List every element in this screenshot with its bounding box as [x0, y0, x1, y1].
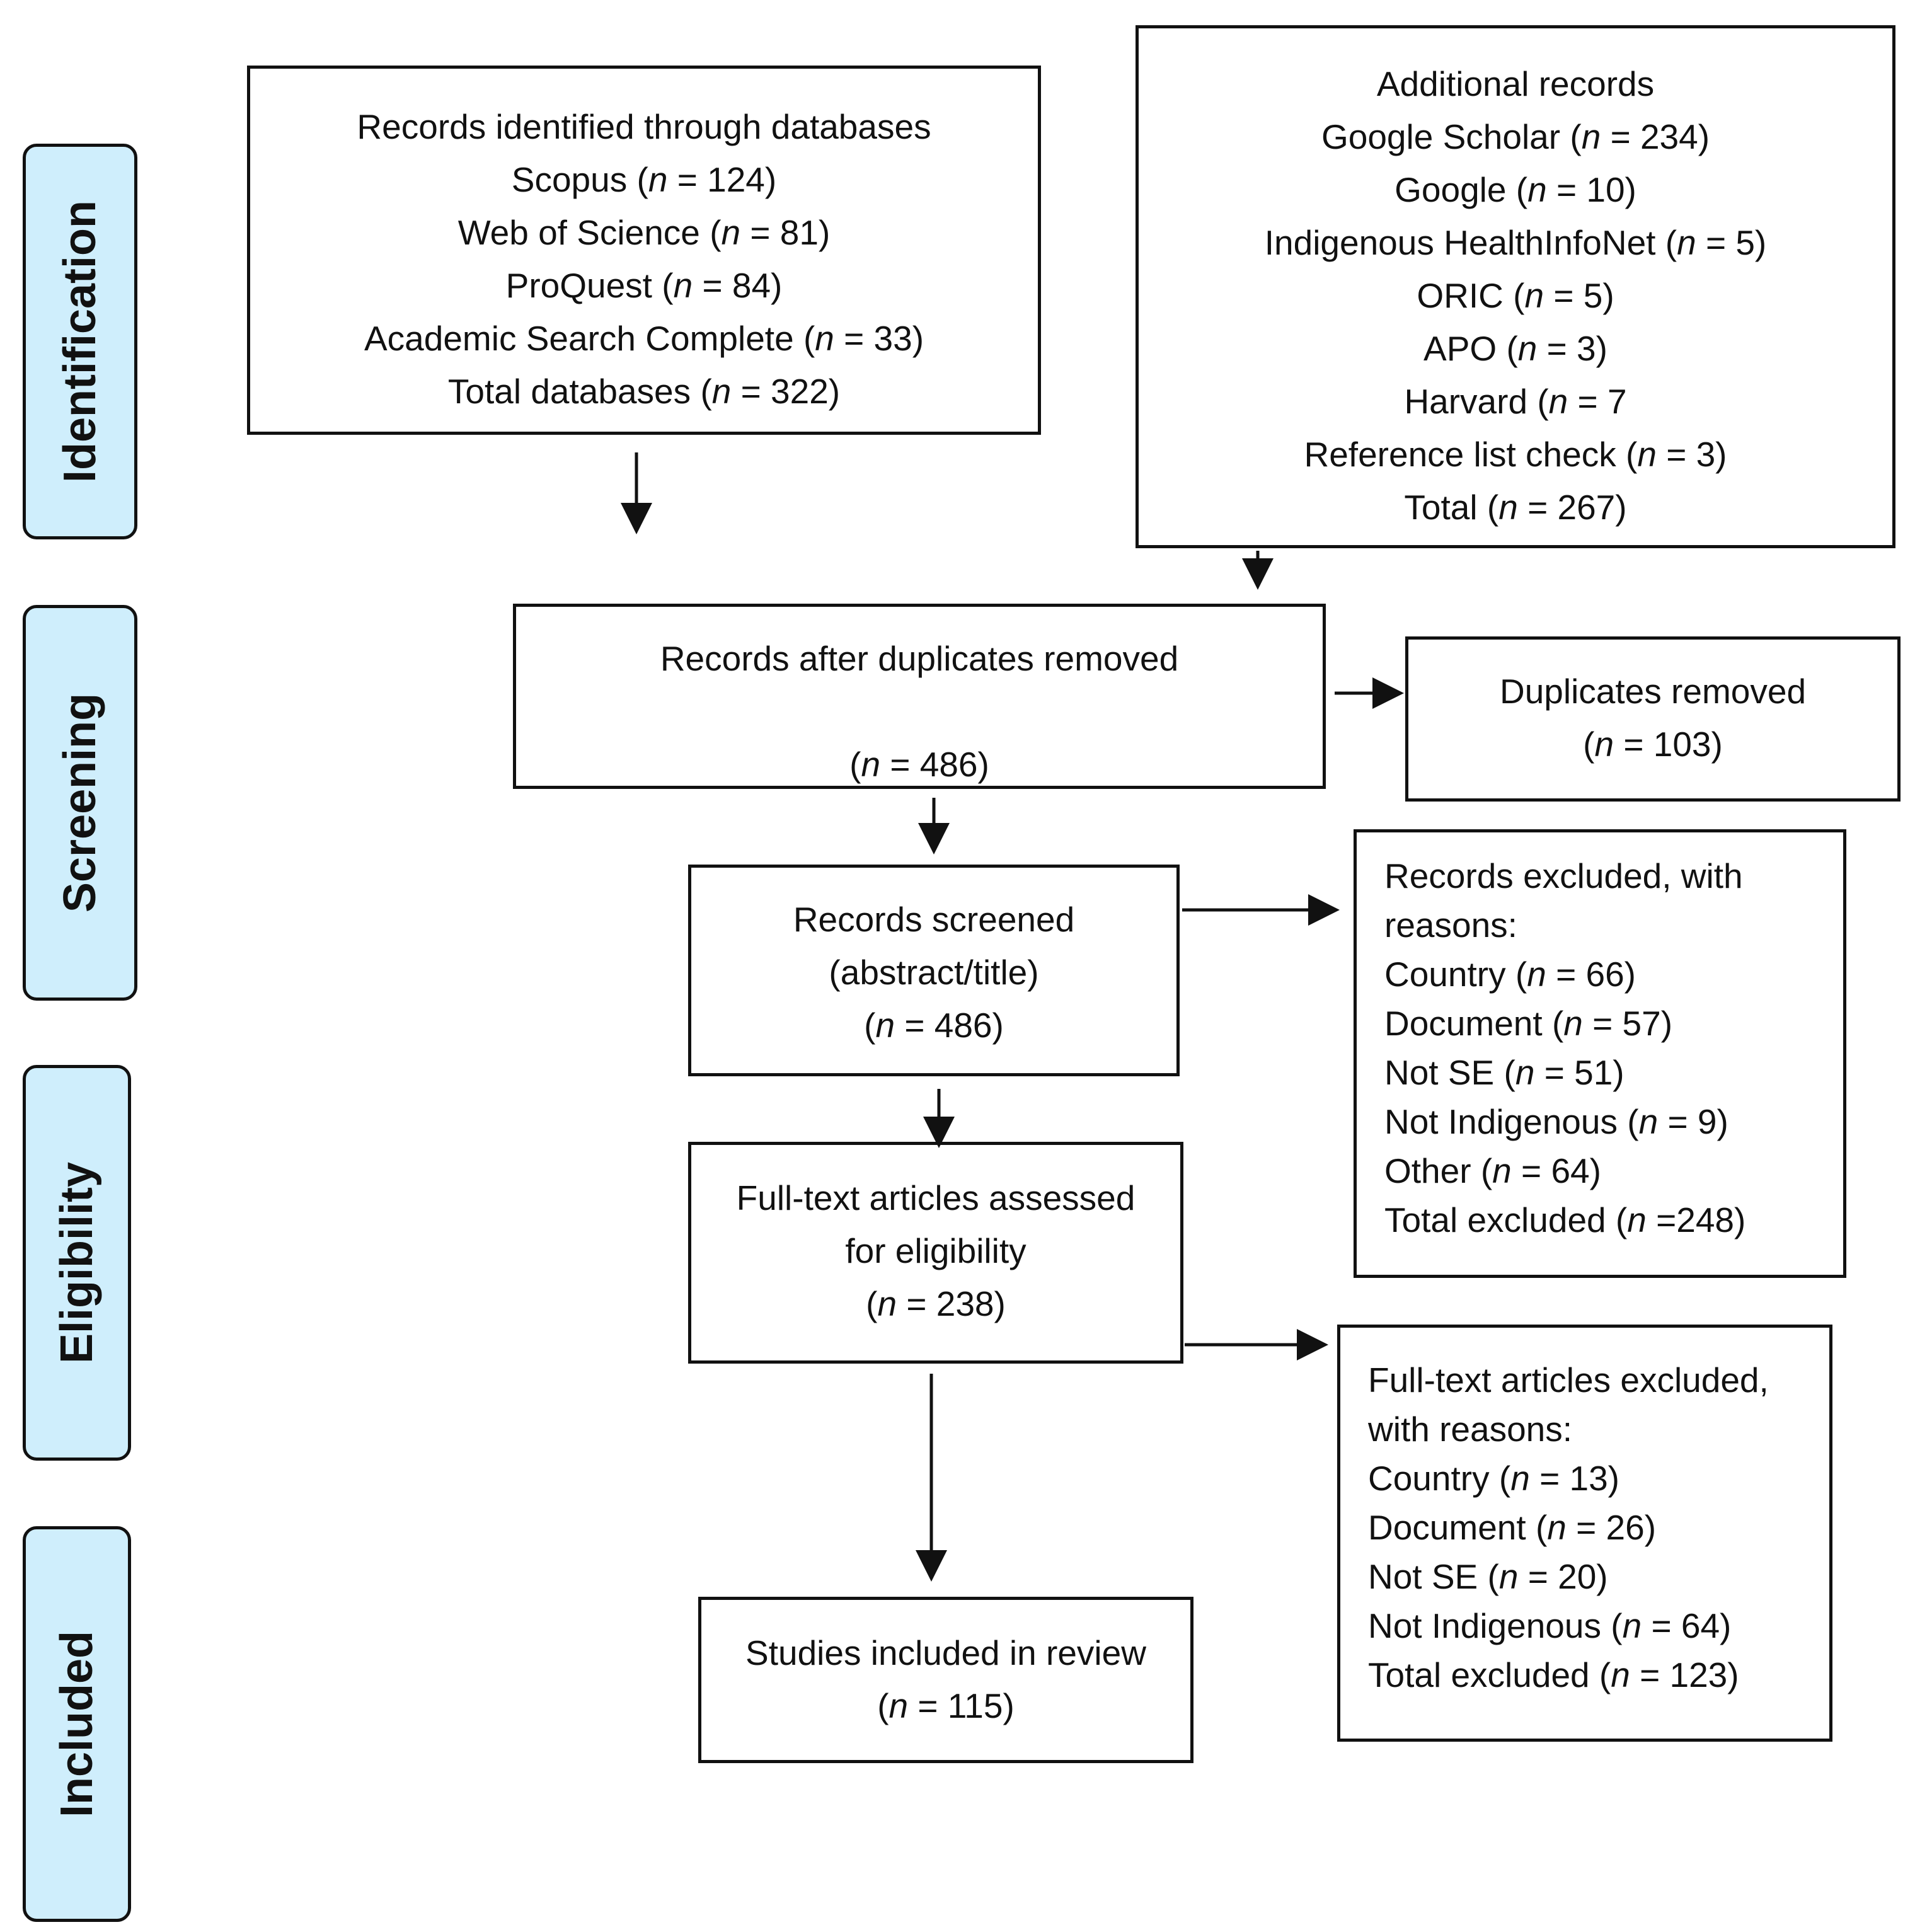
- box-line: Document (n = 26): [1368, 1508, 1657, 1547]
- phase-eligibility: Eligibility: [23, 1065, 131, 1461]
- box-after-duplicates: Records after duplicates removed (n = 48…: [513, 604, 1326, 789]
- box-line: (n = 103): [1583, 725, 1723, 764]
- box-records-excluded: Records excluded, with reasons: Country (n…: [1354, 829, 1846, 1278]
- box-line: Not Indigenous (n = 9): [1384, 1102, 1728, 1141]
- box-line: Not SE (n = 51): [1384, 1053, 1625, 1092]
- box-line: Records screened: [793, 900, 1075, 939]
- box-line: ORIC (n = 5): [1417, 276, 1614, 315]
- box-line: Total (n = 267): [1404, 488, 1627, 527]
- box-line: for eligibility: [845, 1231, 1027, 1270]
- box-line: Duplicates removed: [1499, 672, 1807, 711]
- box-duplicates-removed: Duplicates removed (n = 103): [1405, 636, 1901, 802]
- box-line: with reasons:: [1368, 1410, 1573, 1449]
- box-line: Studies included in review: [745, 1633, 1146, 1672]
- box-line: Document (n = 57): [1384, 1004, 1673, 1043]
- phase-identification: Identification: [23, 144, 137, 539]
- box-line: (n = 486): [849, 745, 989, 784]
- box-line: (n = 486): [864, 1006, 1004, 1045]
- box-line: Total databases (n = 322): [447, 372, 841, 411]
- box-line: Country (n = 13): [1368, 1459, 1619, 1498]
- box-line: Google (n = 10): [1395, 170, 1636, 209]
- phase-included: Included: [23, 1526, 131, 1922]
- box-line: Reference list check (n = 3): [1304, 435, 1727, 474]
- box-records-screened: Records screened (abstract/title) (n = 486…: [688, 865, 1180, 1076]
- box-line: Not Indigenous (n = 64): [1368, 1606, 1732, 1645]
- box-line: Web of Science (n = 81): [457, 213, 831, 252]
- box-line: Records excluded, with: [1384, 856, 1743, 895]
- box-line: Full-text articles excluded,: [1368, 1360, 1769, 1400]
- box-line: Records after duplicates removed: [660, 639, 1179, 678]
- box-line: Total excluded (n = 123): [1368, 1655, 1739, 1694]
- box-fulltext-excluded: Full-text articles excluded, with reasons…: [1337, 1325, 1832, 1742]
- box-line: Indigenous HealthInfoNet (n = 5): [1264, 223, 1767, 262]
- box-line: (n = 238): [866, 1284, 1006, 1323]
- box-line: (abstract/title): [829, 953, 1039, 992]
- box-line: Additional records: [1376, 64, 1655, 103]
- box-line: Scopus (n = 124): [511, 160, 777, 199]
- box-line: APO (n = 3): [1423, 329, 1607, 368]
- box-line: Academic Search Complete (n = 33): [364, 319, 924, 358]
- box-line: Not SE (n = 20): [1368, 1557, 1608, 1596]
- box-line: reasons:: [1384, 906, 1517, 945]
- box-line: Harvard (n = 7: [1404, 382, 1627, 421]
- phase-screening: Screening: [23, 605, 137, 1001]
- box-line: Google Scholar (n = 234): [1321, 117, 1710, 156]
- box-line: Full-text articles assessed: [736, 1178, 1136, 1217]
- box-line: (n = 115): [877, 1686, 1015, 1725]
- box-studies-included: Studies included in review (n = 115): [698, 1597, 1193, 1763]
- box-line: ProQuest (n = 84): [505, 266, 783, 305]
- box-line: Total excluded (n =248): [1384, 1200, 1746, 1239]
- box-line: Records identified through databases: [357, 107, 931, 146]
- box-line: Country (n = 66): [1384, 955, 1636, 994]
- box-line: Other (n = 64): [1384, 1151, 1601, 1190]
